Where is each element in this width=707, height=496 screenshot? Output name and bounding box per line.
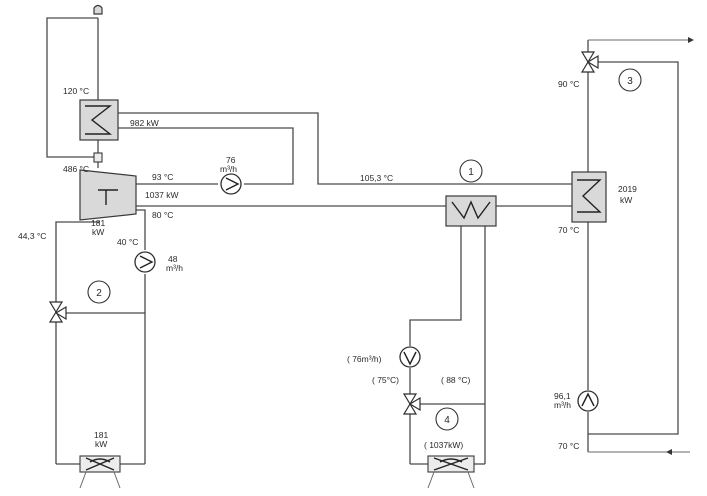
valve-circuit2[interactable] bbox=[48, 301, 67, 323]
left-exhaust-loop-pipe bbox=[46, 17, 98, 158]
temp-40-label: 40 °C bbox=[117, 237, 138, 247]
temp-70-bottom-label: 70 °C bbox=[558, 441, 579, 451]
temp-1053-label: 105,3 °C bbox=[360, 173, 393, 183]
power-1037-label: 1037 kW bbox=[145, 190, 179, 200]
flow-arrows bbox=[666, 37, 694, 455]
arrow-right-icon bbox=[688, 37, 694, 43]
piping bbox=[46, 17, 690, 465]
dry-cooler-1 bbox=[79, 455, 121, 489]
turbine-inlet-fitting bbox=[93, 152, 103, 163]
pump-icon bbox=[581, 392, 595, 407]
circuit-1-label: 1 bbox=[468, 167, 474, 178]
hx-1 bbox=[445, 195, 497, 227]
cooler-fan-icon bbox=[433, 457, 469, 471]
temp-75-label: ( 75°C) bbox=[372, 375, 399, 385]
circuit4-supply-pipe bbox=[409, 226, 462, 346]
flow-48-unit: m³/h bbox=[166, 263, 183, 273]
circuit-2-label: 2 bbox=[96, 288, 102, 299]
temp-486-label: 486 °C bbox=[63, 164, 89, 174]
cooler-legs-icon bbox=[427, 471, 475, 489]
flow-76-value: 76 bbox=[226, 155, 236, 165]
power-2019-value: 2019 bbox=[618, 184, 637, 194]
heat-exchanger-icon bbox=[451, 200, 491, 220]
pump-icon bbox=[225, 177, 240, 191]
temp-80-label: 80 °C bbox=[152, 210, 173, 220]
pump-icon bbox=[139, 255, 154, 269]
pump-76-circuit4[interactable] bbox=[399, 346, 421, 368]
recuperator-return-pipe bbox=[118, 127, 294, 185]
temp-120-label: 120 °C bbox=[63, 86, 89, 96]
turbine-power-unit: kW bbox=[92, 227, 104, 237]
cooler-power-unit: kW bbox=[95, 439, 107, 449]
temp-88-label: ( 88 °C) bbox=[441, 375, 471, 385]
cooler-power-value: 181 bbox=[94, 430, 108, 440]
temp-93-label: 93 °C bbox=[152, 172, 173, 182]
pump-76[interactable] bbox=[220, 173, 242, 195]
power-982-label: 982 kW bbox=[130, 118, 159, 128]
flow-76-circuit4-label: ( 76m³/h) bbox=[347, 354, 382, 364]
turbine-t-icon bbox=[98, 189, 118, 205]
hot-water-supply-pipe bbox=[118, 112, 572, 185]
circuit-3-label: 3 bbox=[627, 76, 633, 87]
microturbine bbox=[79, 169, 137, 221]
power-2019-unit: kW bbox=[620, 195, 632, 205]
exhaust-stack bbox=[93, 4, 103, 15]
cooler-fan-icon bbox=[85, 457, 115, 471]
turbine-power-value: 181 bbox=[91, 218, 105, 228]
pump-icon bbox=[403, 351, 417, 366]
dry-cooler-2 bbox=[427, 455, 475, 489]
flow-76-unit: m³/h bbox=[220, 164, 237, 174]
pump-96[interactable] bbox=[577, 390, 599, 412]
temp-443-label: 44,3 °C bbox=[18, 231, 46, 241]
pump-48[interactable] bbox=[134, 251, 156, 273]
arrow-left-icon bbox=[666, 449, 672, 455]
cooler-legs-icon bbox=[79, 471, 121, 489]
temp-70-top-label: 70 °C bbox=[558, 225, 579, 235]
recuperator-hx bbox=[79, 99, 119, 141]
stack-cap-icon bbox=[93, 4, 103, 15]
value-labels: 120 °C 982 kW 486 °C 93 °C 76 m³/h 1037 … bbox=[18, 79, 637, 451]
flow-961-value: 96,1 bbox=[554, 391, 571, 401]
circuit-4-label: 4 bbox=[444, 415, 450, 426]
circuit-markers: 1 2 3 4 bbox=[87, 68, 642, 431]
temp-90-label: 90 °C bbox=[558, 79, 579, 89]
heat-exchanger-icon bbox=[85, 105, 113, 135]
flow-961-unit: m³/h bbox=[554, 400, 571, 410]
flow-48-value: 48 bbox=[168, 254, 178, 264]
hx-3 bbox=[571, 171, 607, 223]
valve-circuit3[interactable] bbox=[580, 51, 599, 73]
heat-exchanger-icon bbox=[577, 179, 602, 213]
valve-circuit4[interactable] bbox=[402, 393, 421, 415]
circuit3-loop-pipe bbox=[588, 61, 679, 435]
power-1037kw-label: ( 1037kW) bbox=[424, 440, 463, 450]
circuit2-top-left-pipe bbox=[55, 221, 100, 302]
